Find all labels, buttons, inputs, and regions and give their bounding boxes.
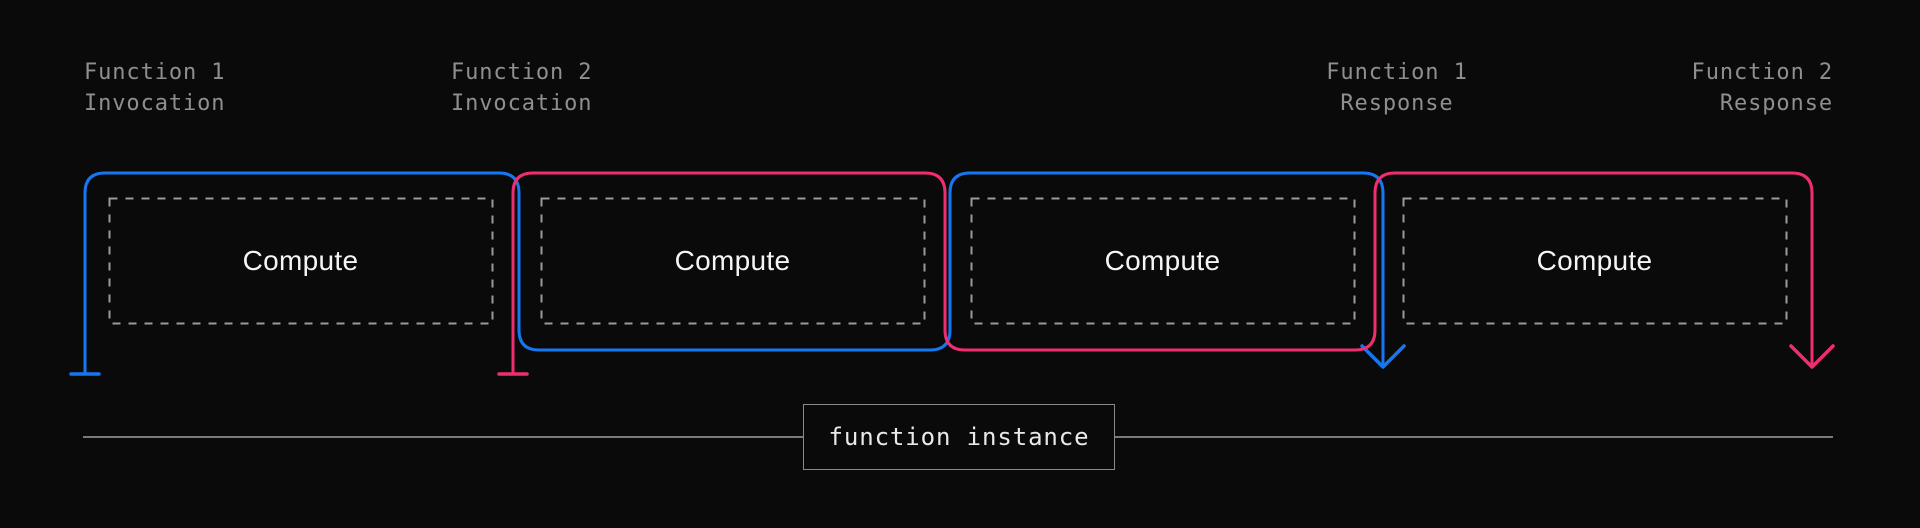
function2-response-label-line1: Function 2 bbox=[1691, 60, 1833, 85]
function2-invocation-label-line2: Invocation bbox=[451, 91, 593, 116]
compute-box-4-label: Compute bbox=[1536, 245, 1653, 276]
function2-invocation-label: Function 2 Invocation bbox=[451, 57, 592, 119]
function-instance-box: function instance bbox=[803, 404, 1115, 470]
function2-execution-path bbox=[511, 171, 1814, 376]
compute-box-1-label: Compute bbox=[242, 245, 359, 276]
function1-response-label-line2: Response bbox=[1340, 91, 1454, 116]
compute-box-3-label: Compute bbox=[1104, 245, 1221, 276]
function1-invocation-label-line1: Function 1 bbox=[84, 60, 226, 85]
function-instance-label: function instance bbox=[828, 423, 1090, 451]
function2-response-label-line2: Response bbox=[1719, 91, 1833, 116]
function2-response-arrow-down-icon bbox=[1789, 344, 1835, 369]
function2-response-label: Function 2 Response bbox=[1692, 57, 1833, 119]
function2-invocation-label-line1: Function 2 bbox=[451, 60, 593, 85]
function1-response-arrow-down-icon bbox=[1360, 344, 1406, 369]
compute-box-2-label: Compute bbox=[674, 245, 791, 276]
function1-response-label-line1: Function 1 bbox=[1326, 60, 1468, 85]
function1-invocation-label: Function 1 Invocation bbox=[84, 57, 225, 119]
function1-execution-path bbox=[83, 171, 1385, 376]
function1-invocation-label-line2: Invocation bbox=[84, 91, 226, 116]
function1-response-label: Function 1 Response bbox=[1326, 57, 1467, 119]
